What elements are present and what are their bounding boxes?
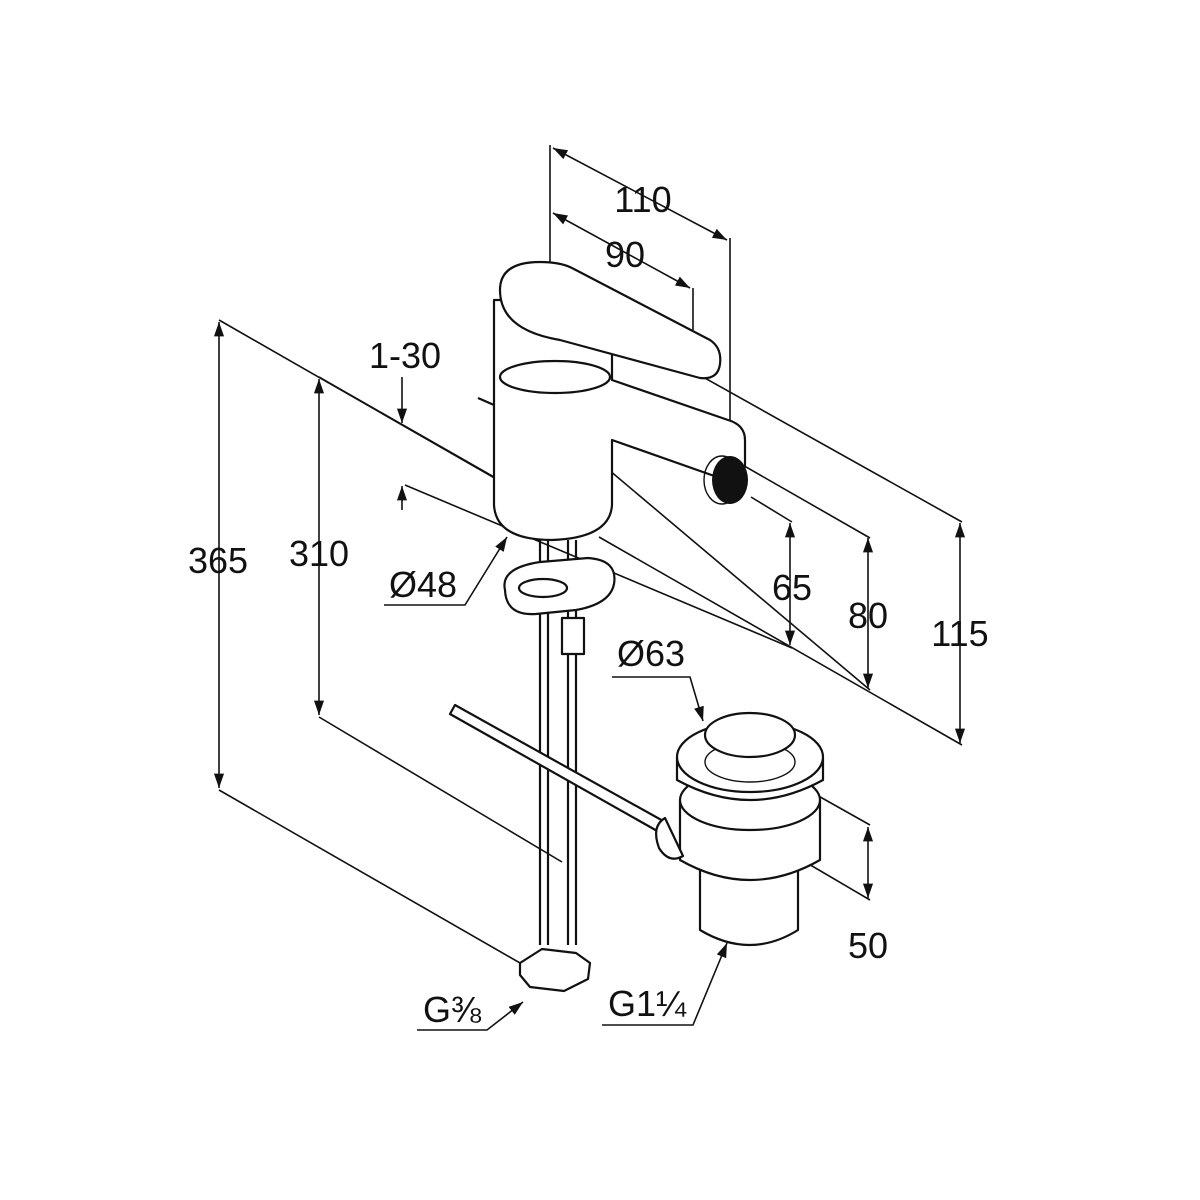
spout-outlet-icon bbox=[712, 456, 748, 504]
dim-65: 65 bbox=[772, 567, 812, 608]
waste-drain bbox=[654, 711, 825, 946]
dim-115: 115 bbox=[931, 613, 988, 654]
supply-nut-icon bbox=[518, 947, 592, 993]
dim-90: 90 bbox=[605, 234, 645, 275]
faucet-body bbox=[477, 260, 748, 542]
pipes-and-popup bbox=[448, 540, 667, 993]
dimension-arrows bbox=[213, 147, 966, 1031]
dim-80: 80 bbox=[848, 595, 888, 636]
dim-d48: Ø48 bbox=[389, 564, 457, 605]
lever-handle bbox=[498, 260, 722, 380]
extension-lines bbox=[218, 145, 963, 968]
dim-365: 365 bbox=[188, 540, 248, 581]
dim-110: 110 bbox=[614, 179, 671, 220]
dim-1-30: 1-30 bbox=[369, 335, 441, 376]
dim-d63: Ø63 bbox=[617, 633, 685, 674]
thread-g1-1-4: G1¼ bbox=[608, 983, 687, 1024]
thread-g3-8: G⅜ bbox=[423, 989, 482, 1030]
dim-50: 50 bbox=[848, 925, 888, 966]
dim-310: 310 bbox=[289, 533, 349, 574]
dimension-labels: 110 90 1-30 365 310 Ø48 65 80 115 Ø63 50… bbox=[188, 179, 989, 1030]
